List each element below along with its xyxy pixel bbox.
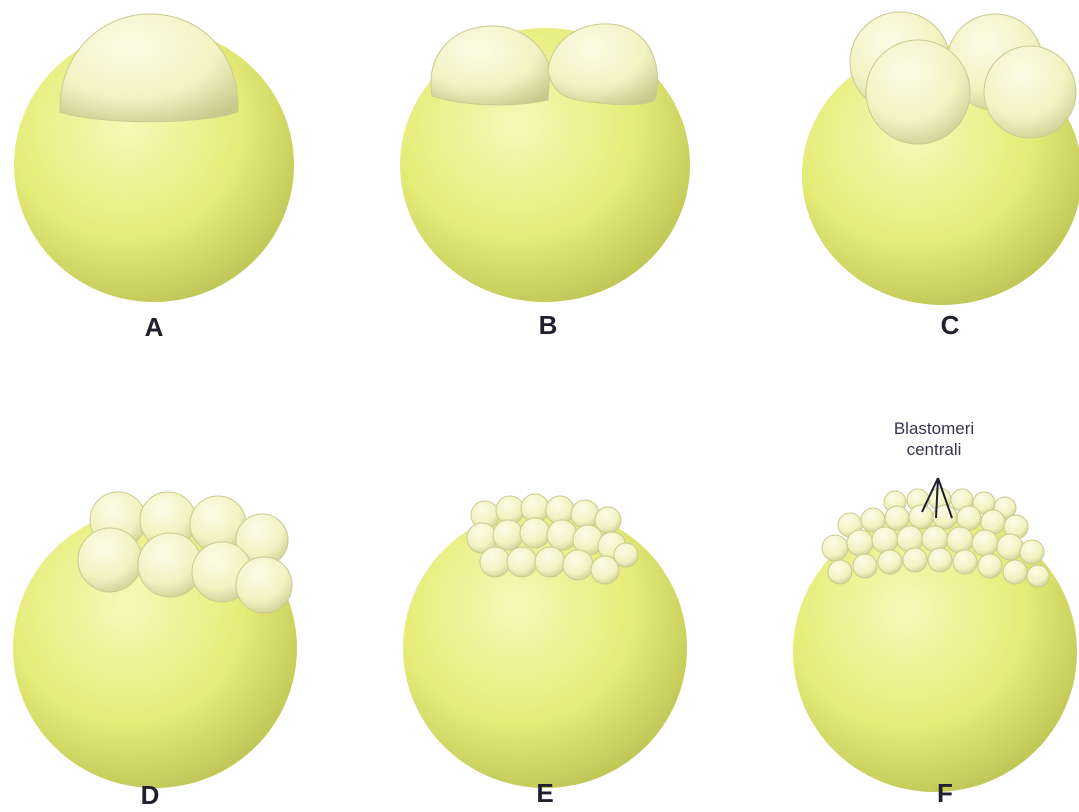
panel-f: Blastomeri centrali F — [793, 419, 1077, 808]
panel-label: D — [141, 780, 160, 810]
annotation-label-line1: Blastomeri — [894, 419, 974, 438]
panel-b: B — [400, 24, 690, 340]
panel-c: C — [802, 12, 1079, 340]
blastomere-cluster — [467, 494, 638, 584]
panel-e: E — [403, 494, 687, 808]
annotation-label-line2: centrali — [907, 440, 962, 459]
blastomere — [60, 14, 238, 122]
panel-a: A — [14, 14, 294, 342]
panel-label: E — [536, 778, 553, 808]
blastomere — [78, 528, 142, 592]
blastomere — [866, 40, 970, 144]
panel-label: C — [941, 310, 960, 340]
blastomere — [984, 46, 1076, 138]
panel-label: A — [145, 312, 164, 342]
panel-label: B — [539, 310, 558, 340]
panel-d: D — [13, 492, 297, 810]
blastomere — [236, 557, 292, 613]
panel-label: F — [937, 778, 953, 808]
